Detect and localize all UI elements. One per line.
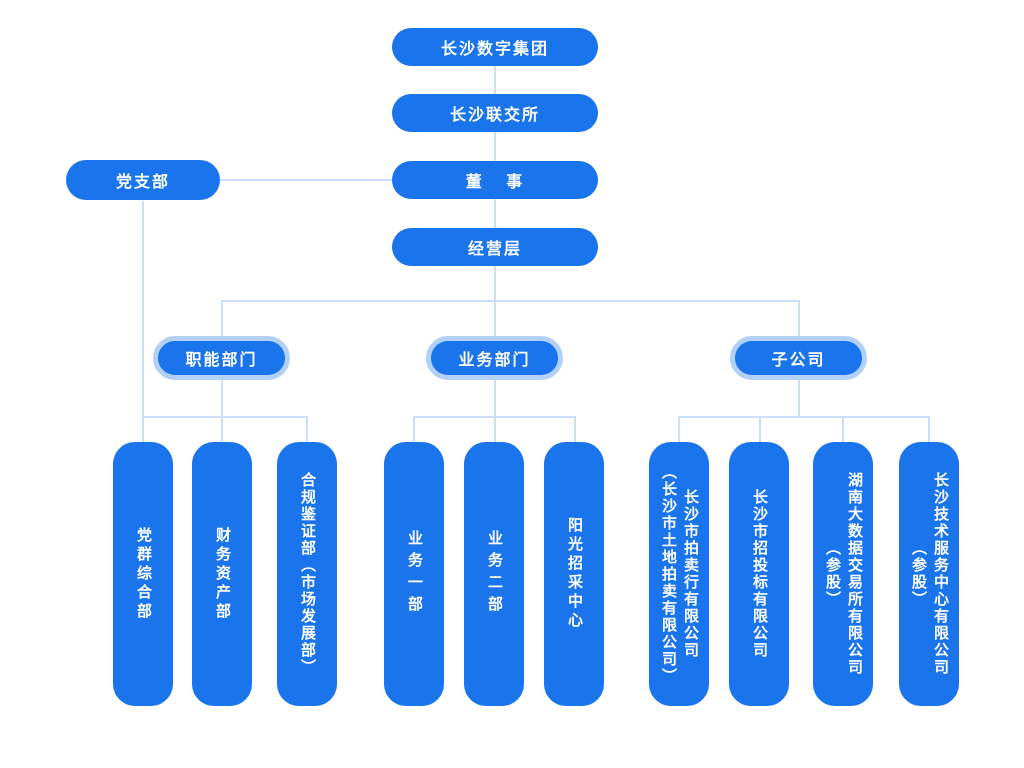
connector-line [759,416,761,442]
dept-business-two: 业务二部 [464,442,524,706]
connector-line [220,179,392,181]
branch-functional-label: 职能部门 [185,352,258,369]
connector-line [221,300,223,338]
org-node-exchange: 长沙联交所 [392,94,598,132]
subsidiary-bidding-company: 长沙市招投标有限公司 [729,442,789,706]
org-node-exchange-label: 长沙联交所 [449,107,540,124]
subsidiary-bigdata-exchange: 湖南大数据交易所有限公司 （参股） [813,442,873,706]
dept-finance-assets-label: 财务资产部 [214,526,231,622]
branch-business-label: 业务部门 [458,352,531,369]
connector-line [928,416,930,442]
dept-compliance-attestation: 合规鉴证部（市场发展部） [277,442,337,706]
subsidiary-bidding-company-label: 长沙市招投标有限公司 [751,489,768,659]
connector-line [413,416,576,418]
connector-line [798,300,800,338]
subsidiary-tech-service-center-label: 长沙技术服务中心有限公司 （参股） [910,472,949,676]
dept-finance-assets: 财务资产部 [192,442,252,706]
org-node-party-branch: 党支部 [66,160,220,200]
connector-line [142,201,144,442]
branch-functional-departments: 职能部门 [153,336,290,380]
subsidiary-auction-house: 长沙市拍卖行有限公司 （长沙市土地拍卖有限公司） [649,442,709,706]
branch-subsidiaries: 子公司 [730,336,867,380]
org-node-board-label: 董 事 [465,174,525,191]
connector-line [574,416,576,442]
connector-line [678,416,680,442]
subsidiary-tech-service-center: 长沙技术服务中心有限公司 （参股） [899,442,959,706]
connector-line [494,132,496,161]
connector-line [494,66,496,94]
connector-line [413,416,415,442]
org-node-root-label: 长沙数字集团 [440,41,549,58]
org-node-root: 长沙数字集团 [392,28,598,66]
connector-line [221,300,800,302]
dept-party-masses: 党群综合部 [113,442,173,706]
subsidiary-auction-house-label: 长沙市拍卖行有限公司 （长沙市土地拍卖有限公司） [660,463,699,685]
connector-line [306,416,308,442]
connector-line [494,380,496,442]
dept-sunshine-procurement: 阳光招采中心 [544,442,604,706]
dept-business-one-label: 业务一部 [406,530,423,618]
subsidiary-bigdata-exchange-label: 湖南大数据交易所有限公司 （参股） [824,472,863,676]
dept-business-two-label: 业务二部 [486,530,503,618]
connector-line [494,199,496,228]
org-node-management-label: 经营层 [467,241,522,258]
connector-line [678,416,930,418]
connector-line [798,380,800,417]
dept-business-one: 业务一部 [384,442,444,706]
dept-party-masses-label: 党群综合部 [135,526,152,622]
dept-compliance-attestation-label: 合规鉴证部（市场发展部） [299,472,316,676]
branch-business-departments: 业务部门 [426,336,563,380]
connector-line [221,380,223,442]
org-node-party-branch-label: 党支部 [115,174,170,191]
dept-sunshine-procurement-label: 阳光招采中心 [566,517,583,631]
connector-line [494,266,496,338]
connector-line [842,416,844,442]
branch-subsidiaries-label: 子公司 [771,352,826,369]
org-node-board: 董 事 [392,161,598,199]
org-node-management: 经营层 [392,228,598,266]
connector-line [142,416,308,418]
